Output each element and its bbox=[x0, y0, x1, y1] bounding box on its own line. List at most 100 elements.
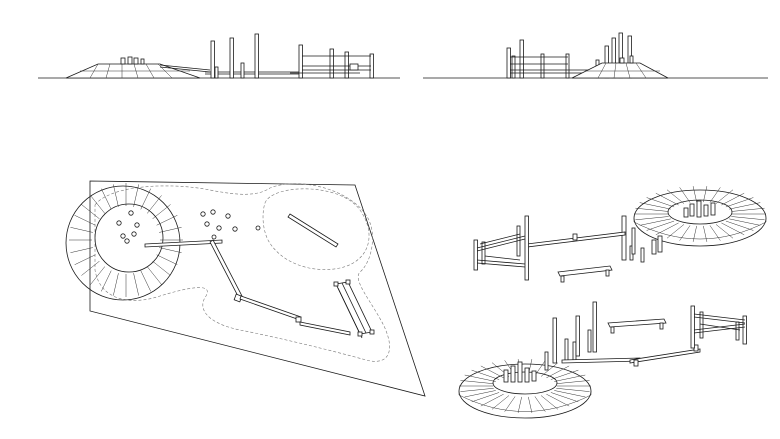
mound-ray bbox=[113, 273, 119, 296]
mound-ray bbox=[556, 380, 590, 384]
fence-plan bbox=[333, 279, 375, 339]
mound-ray bbox=[140, 270, 151, 292]
mound-plan-rays bbox=[69, 183, 183, 297]
mound-ray bbox=[540, 395, 559, 410]
mound-ray bbox=[81, 261, 100, 276]
mound-ray bbox=[550, 369, 579, 380]
mound-ray bbox=[635, 207, 669, 212]
mound-ray bbox=[646, 197, 675, 208]
mound-ray bbox=[152, 261, 171, 276]
mound-ray bbox=[725, 220, 754, 231]
mound-ray bbox=[147, 266, 162, 285]
mound-ray bbox=[133, 184, 139, 207]
mound-ray bbox=[709, 187, 721, 203]
mound-ray bbox=[140, 188, 151, 210]
mound-ray bbox=[703, 225, 708, 242]
mound-ray bbox=[101, 188, 112, 210]
mound-ray bbox=[70, 247, 93, 253]
mound-ray bbox=[471, 369, 500, 380]
mound-axon-lower bbox=[458, 363, 592, 419]
mound-ray bbox=[74, 215, 96, 226]
mound-ray bbox=[133, 273, 139, 296]
mound-ray bbox=[692, 225, 697, 242]
mound-ray bbox=[666, 189, 685, 204]
beam-elevation bbox=[159, 64, 300, 75]
mound-ray bbox=[635, 216, 669, 221]
dashed-play-area bbox=[94, 183, 390, 362]
mound-ray bbox=[90, 195, 105, 214]
mound-ray bbox=[715, 189, 734, 204]
mound-ray bbox=[731, 207, 765, 212]
mound-ray bbox=[471, 392, 500, 403]
mound-ray bbox=[556, 388, 590, 392]
mound-ray bbox=[731, 216, 765, 221]
mound-ray bbox=[81, 204, 100, 219]
low-bench-axon-upper bbox=[557, 265, 613, 283]
mound-ray bbox=[152, 204, 171, 219]
mound-ray bbox=[156, 215, 178, 226]
mound-ray bbox=[528, 396, 533, 413]
mound-ray bbox=[101, 270, 112, 292]
long-beam-plan bbox=[287, 213, 339, 248]
mound-ray bbox=[113, 184, 119, 207]
mound-ray bbox=[550, 392, 579, 403]
posts-elevation bbox=[210, 33, 259, 79]
mound-ray bbox=[655, 192, 679, 206]
mound-ray bbox=[480, 393, 504, 407]
fence-elevation bbox=[290, 44, 374, 79]
mound-ray bbox=[679, 187, 691, 203]
mound-ray bbox=[534, 396, 546, 412]
mound-ray bbox=[666, 224, 685, 239]
mound-ray bbox=[709, 225, 721, 241]
balance-beam-axon-lower bbox=[561, 344, 701, 367]
site-boundary bbox=[89, 180, 426, 397]
balance-beams-plan bbox=[144, 239, 351, 336]
mound-ray bbox=[159, 227, 182, 233]
mound-ray bbox=[70, 227, 93, 233]
mound-ray bbox=[147, 195, 162, 214]
stumps-axon-lower bbox=[503, 301, 597, 383]
mound-elevation-right bbox=[571, 55, 669, 79]
mound-ray bbox=[639, 202, 671, 210]
mound-ray bbox=[729, 218, 761, 226]
mound-ray bbox=[74, 254, 96, 265]
stepping-stumps-plan bbox=[116, 209, 261, 244]
mound-axon-upper bbox=[633, 189, 767, 247]
mound-ray bbox=[554, 374, 586, 382]
mound-ray bbox=[460, 388, 494, 392]
mound-ray bbox=[491, 395, 510, 410]
mound-ray bbox=[517, 396, 522, 413]
mound-ray bbox=[464, 390, 496, 398]
fence-elevation-right bbox=[506, 39, 600, 79]
mound-ray bbox=[721, 192, 745, 206]
mound-ray bbox=[715, 224, 734, 239]
stumps-axon-upper bbox=[621, 200, 716, 263]
fence-axon-upper bbox=[473, 215, 529, 281]
mound-axon-upper-rays bbox=[634, 186, 766, 242]
mound-ray bbox=[534, 360, 546, 376]
mound-ray bbox=[646, 220, 675, 231]
mound-ray bbox=[546, 365, 570, 379]
mound-ray bbox=[546, 393, 570, 407]
mound-ray bbox=[721, 222, 745, 236]
fence-axon-lower bbox=[690, 305, 747, 349]
mound-ray bbox=[655, 222, 679, 236]
mound-ray bbox=[679, 225, 691, 241]
mound-ray bbox=[460, 380, 494, 384]
mound-ray bbox=[540, 362, 559, 377]
low-bench-axon-lower bbox=[607, 318, 667, 334]
mound-ray bbox=[90, 266, 105, 285]
mound-ray bbox=[504, 396, 516, 412]
mound-ray bbox=[480, 365, 504, 379]
mound-ray bbox=[156, 254, 178, 265]
mound-ray bbox=[725, 197, 754, 208]
mound-ray bbox=[639, 218, 671, 226]
mound-ray bbox=[464, 374, 496, 382]
mound-ray bbox=[703, 186, 708, 203]
